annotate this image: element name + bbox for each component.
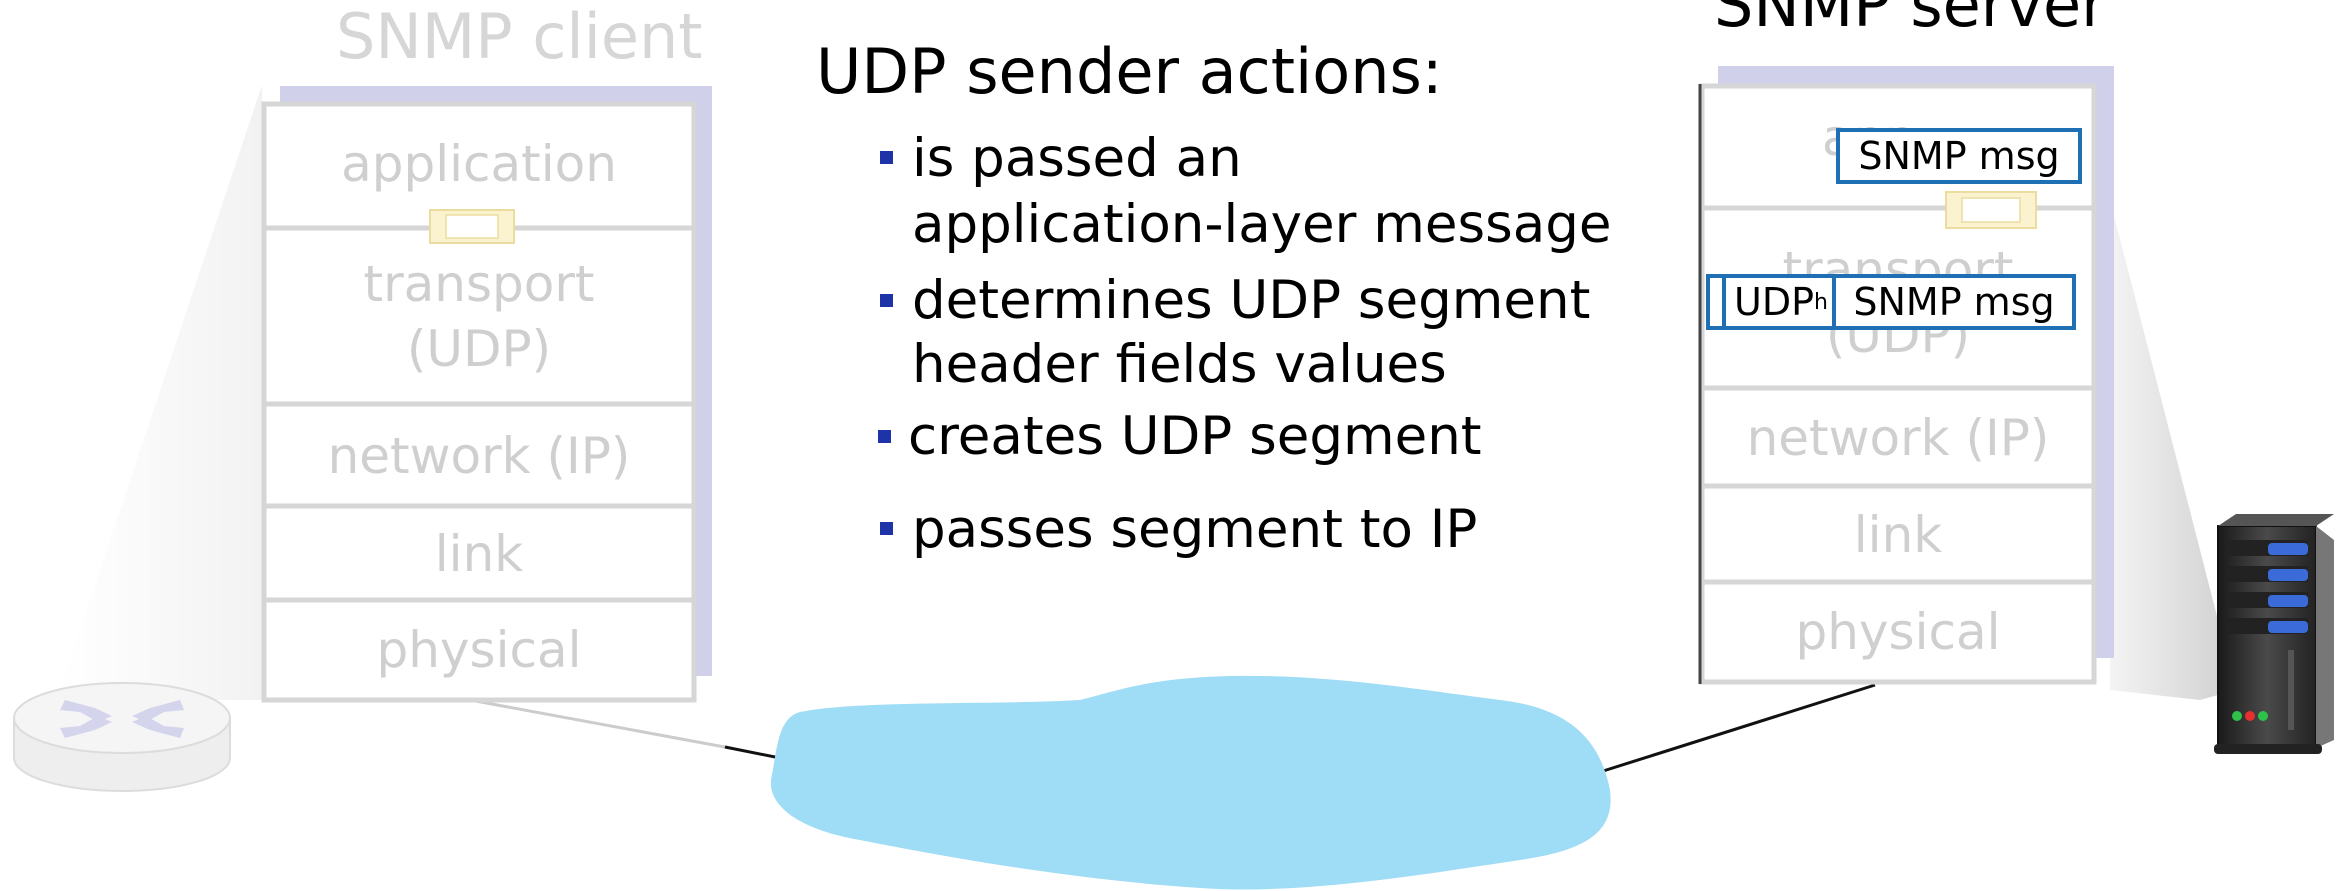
server-stack-title: SNMP server — [1714, 0, 2107, 41]
client-layer-application: application — [266, 106, 692, 228]
server-layer-link: link — [1704, 488, 2092, 582]
server-layer-physical-label: physical — [1795, 602, 2001, 661]
action-item-4: passes segment to IP — [912, 499, 1478, 560]
segment-message-box: SNMP msg — [1832, 274, 2076, 330]
client-wire — [469, 698, 731, 750]
client-layer-transport-sublabel: (UDP) — [406, 320, 552, 378]
client-stack-title: SNMP client — [336, 0, 703, 73]
server-layer-physical: physical — [1704, 584, 2092, 680]
server-zoom-cone — [2110, 200, 2236, 700]
bullet-marker — [880, 522, 893, 535]
udp-header-label: UDP — [1734, 280, 1815, 324]
client-layer-link-label: link — [434, 524, 524, 583]
client-layer-transport-label: transport — [363, 255, 595, 313]
action-item-1-line-1: is passed an — [912, 128, 1242, 189]
server-layer-network: network (IP) — [1704, 390, 2092, 486]
bullet-marker — [878, 430, 891, 443]
message-envelope-icon — [1945, 191, 2037, 229]
client-layer-physical: physical — [266, 602, 692, 698]
action-item-3: creates UDP segment — [908, 406, 1482, 467]
server-wire — [1599, 683, 1876, 774]
app-message-box: SNMP msg — [1836, 128, 2082, 184]
udp-header-subscript: h — [1814, 289, 1828, 315]
action-item-2-line-2: header fields values — [912, 334, 1447, 395]
client-layer-application-label: application — [341, 134, 617, 193]
actions-title: UDP sender actions: — [816, 35, 1443, 108]
client-layer-transport: transport (UDP) — [266, 230, 692, 404]
server-layer-link-label: link — [1853, 505, 1943, 564]
network-cloud-icon — [770, 675, 1611, 890]
message-envelope-icon — [429, 209, 515, 244]
server-tower-icon — [2214, 514, 2334, 754]
bullet-marker — [880, 294, 893, 307]
client-zoom-cone — [60, 85, 262, 700]
client-layer-network: network (IP) — [266, 406, 692, 506]
action-item-2-line-1: determines UDP segment — [912, 270, 1591, 331]
client-layer-physical-label: physical — [376, 620, 582, 679]
router-icon — [13, 682, 231, 792]
client-layer-network-label: network (IP) — [327, 426, 631, 485]
client-layer-link: link — [266, 508, 692, 600]
action-item-1-line-2: application-layer message — [912, 194, 1612, 255]
bullet-marker — [880, 151, 893, 164]
server-layer-network-label: network (IP) — [1746, 408, 2050, 467]
